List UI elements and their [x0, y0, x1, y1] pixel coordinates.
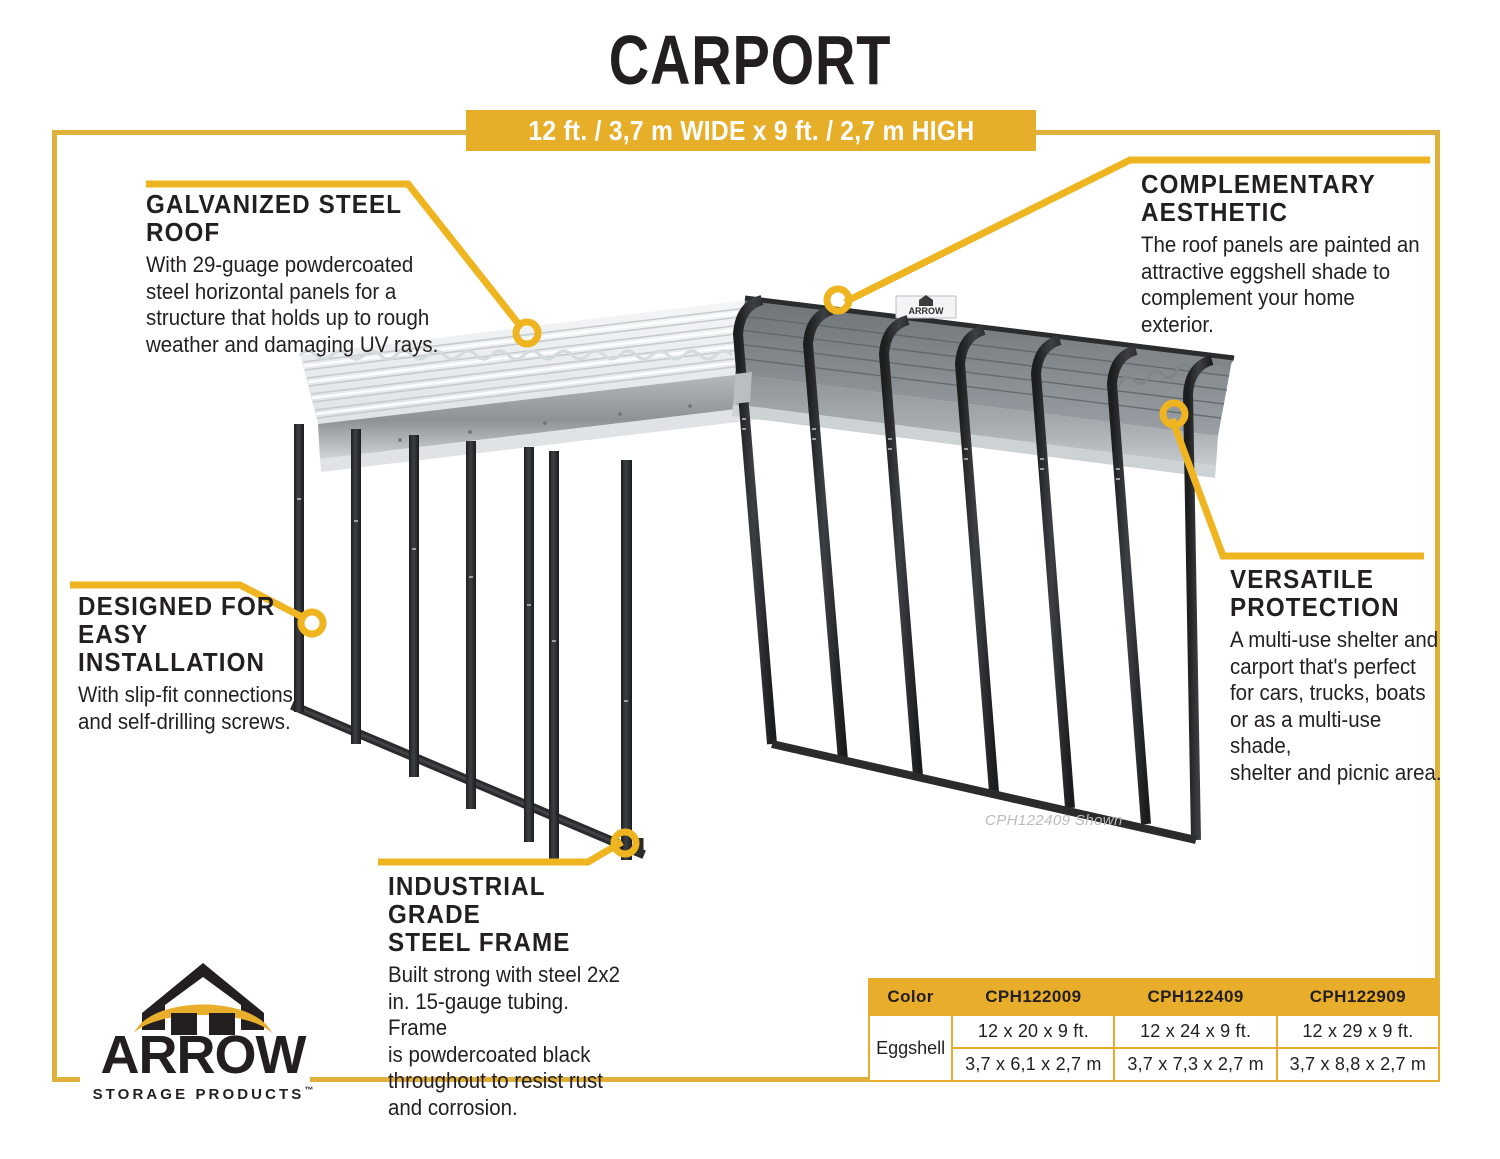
frame-border-right	[1435, 130, 1440, 1082]
callout-heading: COMPLEMENTARY AESTHETIC	[1141, 169, 1376, 227]
leader-dot-aesthetic	[823, 285, 853, 315]
spec-header-color: Color	[867, 978, 954, 1016]
callout-heading: INDUSTRIAL GRADE STEEL FRAME	[388, 871, 571, 957]
trademark-symbol: ™	[304, 1085, 314, 1095]
spec-header-model-2: CPH122409	[1113, 978, 1278, 1016]
spec-table-header-row: Color CPH122009 CPH122409 CPH122909	[867, 978, 1441, 1016]
right-bay-frame	[732, 295, 1214, 841]
page-title: CARPORT	[150, 22, 1350, 98]
spec-header-model-3: CPH122909	[1275, 978, 1441, 1016]
frame-border-left	[52, 130, 57, 1082]
arrow-logo: ARROW STORAGE PRODUCTS™	[78, 955, 328, 1103]
callout-body: A multi-use shelter and carport that's p…	[1230, 627, 1442, 785]
callout-heading: GALVANIZED STEEL ROOF	[146, 189, 402, 247]
leader-line-frame	[378, 838, 624, 866]
leader-dot-install	[297, 608, 327, 638]
roof-right-fascia	[732, 374, 1218, 478]
leader-dot-frame	[610, 828, 640, 858]
roof-right-underside	[735, 300, 1234, 436]
spec-table: Color CPH122009 CPH122409 CPH122909 Eggs…	[867, 978, 1441, 1082]
spec-dim-ft-3: 12 x 29 x 9 ft.	[1275, 1014, 1441, 1049]
spec-dim-m-2: 3,7 x 7,3 x 2,7 m	[1113, 1047, 1278, 1082]
spec-dim-ft-2: 12 x 24 x 9 ft.	[1113, 1014, 1278, 1049]
frame-border-bottom-middle	[310, 1077, 870, 1082]
spec-header-model-1: CPH122009	[951, 978, 1116, 1016]
callout-industrial-grade-steel-frame: INDUSTRIAL GRADE STEEL FRAME Built stron…	[388, 872, 638, 1121]
callout-designed-for-easy-installation: DESIGNED FOR EASY INSTALLATION With slip…	[78, 592, 348, 735]
page-title-text: CARPORT	[608, 21, 892, 99]
right-bay-base-rail	[771, 740, 1197, 844]
roof-right-edge-cap	[733, 372, 752, 404]
frame-border-top-right	[1035, 130, 1440, 135]
leader-line-versatile	[1168, 417, 1424, 560]
leader-line-roof	[146, 180, 524, 330]
frame-border-top-left	[52, 130, 467, 135]
left-bay-frame	[290, 424, 646, 860]
leader-line-install	[70, 581, 308, 623]
arrow-logo-mark	[134, 963, 272, 1035]
spec-dim-ft-1: 12 x 20 x 9 ft.	[951, 1014, 1116, 1049]
callout-heading: VERSATILE PROTECTION	[1230, 564, 1400, 622]
right-bay-bolts	[742, 418, 1120, 480]
spec-dim-m-1: 3,7 x 6,1 x 2,7 m	[951, 1047, 1116, 1082]
spec-row-meters: 3,7 x 6,1 x 2,7 m 3,7 x 7,3 x 2,7 m 3,7 …	[869, 1047, 1441, 1082]
dimension-banner-text: 12 ft. / 3,7 m WIDE x 9 ft. / 2,7 m HIGH	[528, 114, 974, 146]
arrow-logo-wordmark: ARROW	[100, 1025, 307, 1085]
callout-body: With 29-guage powdercoated steel horizon…	[146, 252, 439, 357]
model-shown-note: CPH122409 Shown	[985, 812, 1123, 829]
callout-body: Built strong with steel 2x2 in. 15-gauge…	[388, 962, 621, 1120]
roof-left-fascia	[318, 372, 763, 472]
callout-versatile-protection: VERSATILE PROTECTION A multi-use shelter…	[1230, 565, 1460, 786]
spec-row-feet: Eggshell 12 x 20 x 9 ft. 12 x 24 x 9 ft.…	[867, 1014, 1441, 1082]
arrow-ridge-plate: ARROW	[895, 295, 957, 319]
callout-complementary-aesthetic: COMPLEMENTARY AESTHETIC The roof panels …	[1141, 170, 1441, 338]
callout-heading: DESIGNED FOR EASY INSTALLATION	[78, 591, 276, 677]
callout-body: The roof panels are painted an attractiv…	[1141, 232, 1420, 337]
leader-dot-versatile	[1159, 399, 1189, 429]
callout-galvanized-steel-roof: GALVANIZED STEEL ROOF With 29-guage powd…	[146, 190, 476, 358]
frame-border-bottom-left	[52, 1077, 80, 1082]
leader-dot-roof	[512, 318, 542, 348]
arrow-logo-tagline: STORAGE PRODUCTS™	[92, 1085, 314, 1103]
leader-line-aesthetic	[843, 156, 1430, 306]
dimension-banner: 12 ft. / 3,7 m WIDE x 9 ft. / 2,7 m HIGH	[466, 110, 1036, 151]
spec-color-value: Eggshell	[867, 1014, 954, 1082]
callout-body: With slip-fit connections and self-drill…	[78, 682, 293, 734]
spec-dim-m-3: 3,7 x 8,8 x 2,7 m	[1275, 1047, 1441, 1082]
ridge-plate-label: ARROW	[909, 306, 944, 316]
